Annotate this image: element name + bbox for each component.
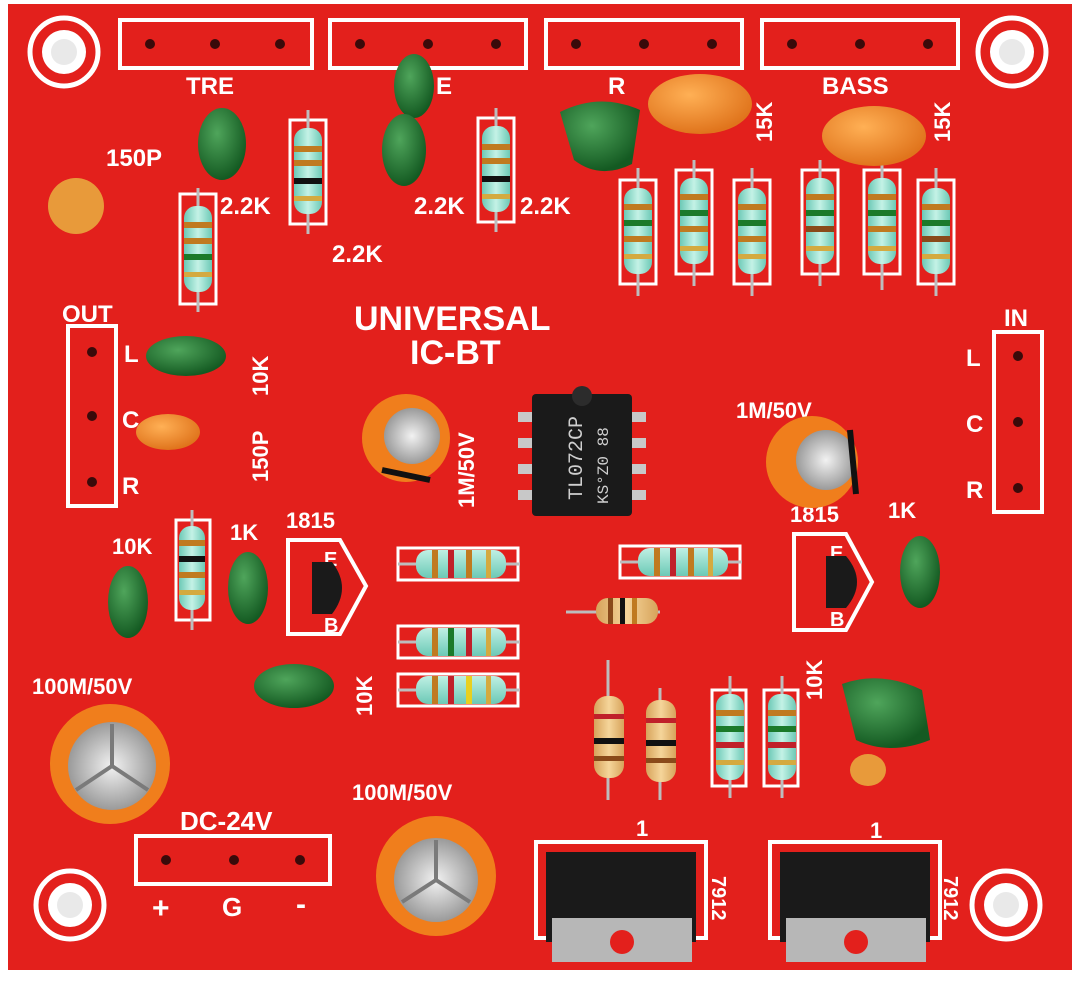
label-10k-right: 10K [802,660,827,700]
label-2-2k-b: 2.2K [332,241,383,268]
label-2-2k-a: 2.2K [220,193,271,220]
film-capacitors-green [108,54,940,748]
resistor [806,160,834,286]
resistor [868,160,896,290]
label-1k-right: 1K [888,498,916,523]
board-title-line1: UNIVERSAL [354,300,550,338]
pin-in-r: R [966,477,983,504]
label-100m-mid: 100M/50V [352,780,453,805]
ic-marking-line1: TL072CP [566,416,589,500]
label-reg-left-pin: 1 [636,816,648,841]
mounting-hole-top-right [975,15,1049,89]
header-dc-outline [134,834,332,886]
resistor [294,110,322,234]
header-out-label: OUT [62,301,113,328]
label-150p-top: 150P [106,145,162,172]
resistor [738,168,766,296]
resistor [922,168,950,296]
electrolytic-capacitor-100m-mid [376,816,496,936]
label-100m-left: 100M/50V [32,674,133,699]
pin-out-c: C [122,407,139,434]
mounting-hole-bottom-left [33,868,107,942]
label-reg-right-pin: 1 [870,818,882,843]
label-tr-right-b: B [830,609,844,631]
resistor [398,550,520,578]
header-middle-right-label: R [608,73,625,100]
resistor [398,628,520,656]
resistor [594,660,624,800]
header-treble-outline [118,18,314,70]
resistors-horizontal [398,548,742,704]
electrolytic-capacitor-1m-left [362,394,450,483]
transistor-left-outline: E B [286,538,369,637]
label-1k-left: 1K [230,520,258,545]
header-bass-outline [760,18,960,70]
resistor [716,676,744,798]
resistors-vertical [179,108,950,798]
electrolytic-capacitor-100m-left [50,704,170,824]
header-middle-label: E [436,73,452,100]
label-15k-a: 15K [752,102,777,142]
resistors-tan-vertical [594,660,676,800]
electrolytic-capacitor-1m-right [766,416,859,508]
header-in-outline [992,330,1044,514]
header-bass-label: BASS [822,73,889,100]
label-tr-left-b: B [324,615,338,637]
mounting-hole-top-left [27,15,101,89]
pin-dc-g: G [222,892,242,922]
resistor [620,548,742,576]
resistor-tan-small [566,598,660,624]
header-treble-label: TRE [186,73,234,100]
transistor-right-outline: E B [792,532,875,632]
regulator-left [546,852,696,962]
pin-dc-plus: + [152,892,170,925]
pin-out-r: R [122,473,139,500]
mounting-hole-bottom-right [969,868,1043,942]
label-2-2k-d: 2.2K [520,193,571,220]
resistor [624,168,652,296]
pin-dc-minus: - [296,888,306,921]
ceramic-capacitors-orange [48,74,926,786]
pin-in-c: C [966,411,983,438]
transistor-left [312,562,342,614]
header-out-outline [66,324,118,508]
label-15k-b: 15K [930,102,955,142]
label-10k-left: 10K [112,534,152,559]
label-10k-out: 10K [248,356,273,396]
board-title-line2: IC-BT [410,334,501,372]
label-reg-right-part: 7912 [939,876,961,921]
ic-marking-line2: KS°Z0 88 [595,427,613,504]
label-150p-out: 150P [248,431,273,482]
resistor [398,676,520,704]
resistor [184,188,212,312]
resistor [482,108,510,232]
pin-in-l: L [966,345,981,372]
ic-tl072cp: TL072CP KS°Z0 88 [518,386,646,516]
header-middle-right-outline [544,18,744,70]
header-dc-label: DC-24V [180,806,273,836]
resistor [179,510,205,630]
resistor [768,676,796,798]
label-2-2k-c: 2.2K [414,193,465,220]
label-1m-left: 1M/50V [454,432,479,508]
label-10k-mid: 10K [352,676,377,716]
transistor-right [826,556,857,608]
label-reg-left-part: 7912 [707,876,729,921]
resistor [646,688,676,800]
resistor [680,160,708,286]
pin-out-l: L [124,341,139,368]
header-in-label: IN [1004,305,1028,332]
regulator-right [780,852,930,962]
label-1815-left: 1815 [286,508,335,533]
